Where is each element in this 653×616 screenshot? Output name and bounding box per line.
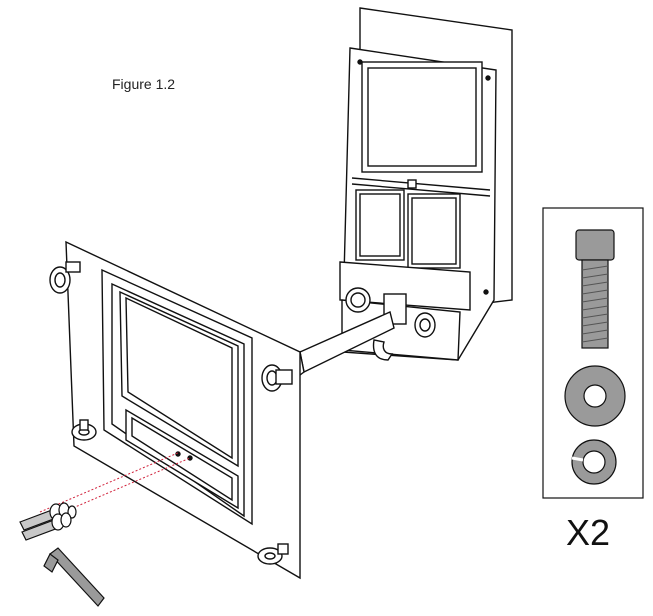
wall-plate: [65, 240, 301, 580]
adapter-plate: [339, 7, 513, 361]
leveling-foot-top-left: [49, 261, 81, 294]
leveling-foot-bottom-left: [71, 419, 97, 441]
alignment-guide-lines: [39, 451, 191, 523]
quantity-label: X2: [566, 512, 611, 553]
leveling-foot-bottom-right: [257, 543, 289, 565]
flat-washer-icon: [564, 365, 626, 427]
figure-label: Figure 1.2: [112, 76, 176, 92]
leveling-foot-top-right: [261, 364, 293, 392]
hex-key-icon: [43, 547, 105, 607]
bolt-icon: [575, 229, 615, 349]
loose-bolts: [19, 502, 77, 541]
lock-washer-icon: [571, 439, 617, 485]
